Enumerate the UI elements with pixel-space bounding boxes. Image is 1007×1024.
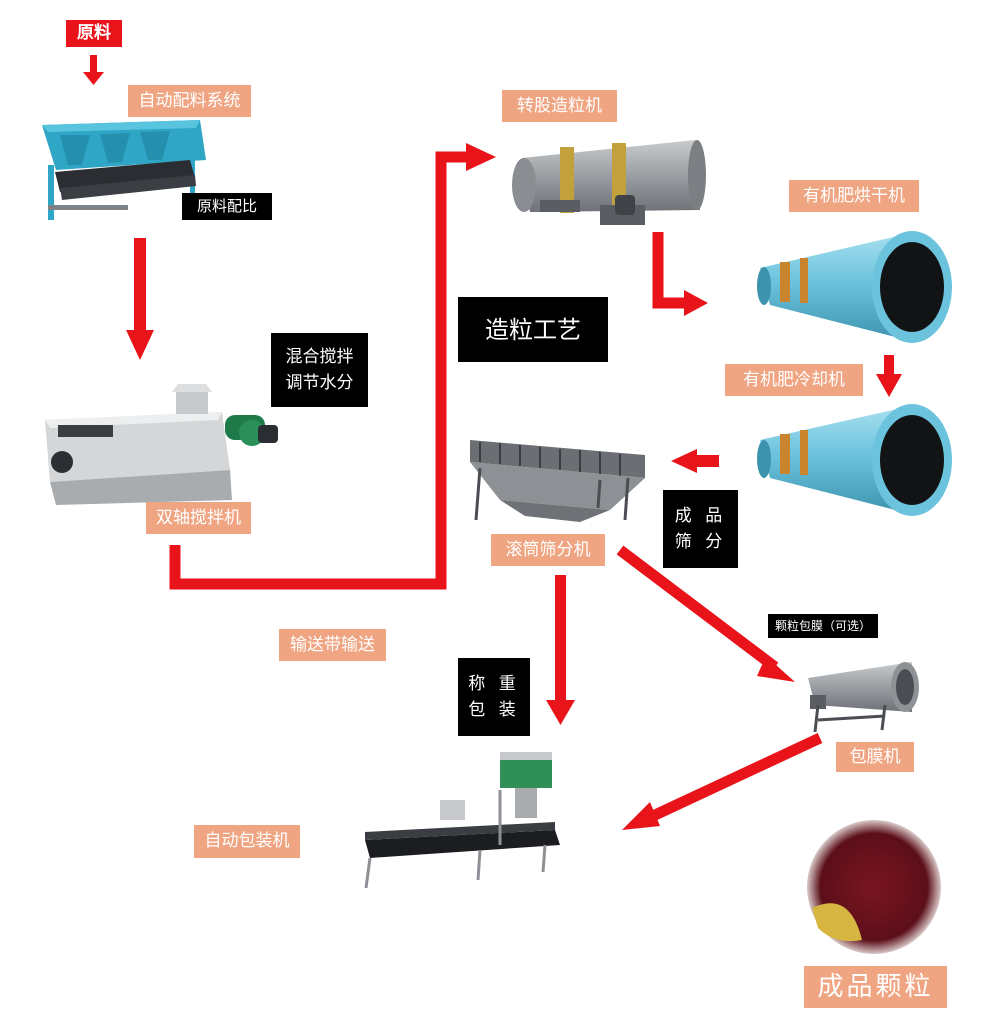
- rotary-granulator-label: 转股造粒机: [502, 90, 617, 122]
- weigh-pack-note: 称 重 包 装: [458, 658, 530, 736]
- mixer-illustration: [45, 384, 278, 505]
- arrow-granulator-to-dryer: [652, 232, 708, 316]
- drum-screener-label: 滚筒筛分机: [491, 534, 605, 566]
- screening-note-line2: 筛 分: [674, 532, 727, 552]
- auto-batching-label: 自动配料系统: [128, 85, 251, 117]
- screening-note: 成 品 筛 分: [663, 490, 738, 568]
- granules-illustration: [807, 820, 941, 954]
- arrow-batching-to-mixer: [126, 238, 154, 360]
- mix-note-line1: 混合搅拌: [285, 346, 354, 367]
- screening-note-line1: 成 品: [674, 505, 727, 526]
- arrow-screener-to-packing: [546, 575, 575, 725]
- arrow-screener-to-coating: [616, 545, 795, 682]
- coating-machine-label: 包膜机: [836, 742, 914, 772]
- cooler-illustration: [757, 404, 952, 516]
- arrow-raw-to-batching: [83, 55, 104, 85]
- coating-machine-illustration: [808, 662, 919, 733]
- ratio-note: 原料配比: [182, 193, 272, 220]
- packing-machine-illustration: [364, 752, 560, 889]
- mix-note: 混合搅拌 调节水分: [271, 333, 368, 407]
- arrow-dryer-to-cooler: [876, 355, 902, 397]
- mix-note-line2: 调节水分: [285, 373, 354, 393]
- dryer-illustration: [757, 231, 952, 343]
- weigh-pack-note-line1: 称 重: [468, 673, 520, 694]
- dryer-label: 有机肥烘干机: [789, 180, 919, 212]
- arrow-mixer-to-granulator: [169, 143, 496, 590]
- arrow-cooler-to-screener: [671, 449, 719, 473]
- drum-screener-illustration: [470, 440, 645, 522]
- final-product-label: 成品颗粒: [804, 966, 947, 1008]
- auto-packing-label: 自动包装机: [194, 825, 300, 858]
- coating-optional-note: 颗粒包膜（可选）: [768, 614, 878, 638]
- conveyor-label: 输送带输送: [279, 629, 386, 661]
- twin-mixer-label: 双轴搅拌机: [146, 502, 251, 534]
- rotary-granulator-illustration: [512, 140, 706, 225]
- raw-material-label: 原料: [66, 20, 122, 47]
- batching-system-illustration: [42, 120, 206, 220]
- arrow-coating-to-packing: [622, 733, 823, 830]
- weigh-pack-note-line2: 包 装: [468, 700, 520, 720]
- cooler-label: 有机肥冷却机: [725, 364, 863, 396]
- granulation-process-title: 造粒工艺: [458, 297, 608, 362]
